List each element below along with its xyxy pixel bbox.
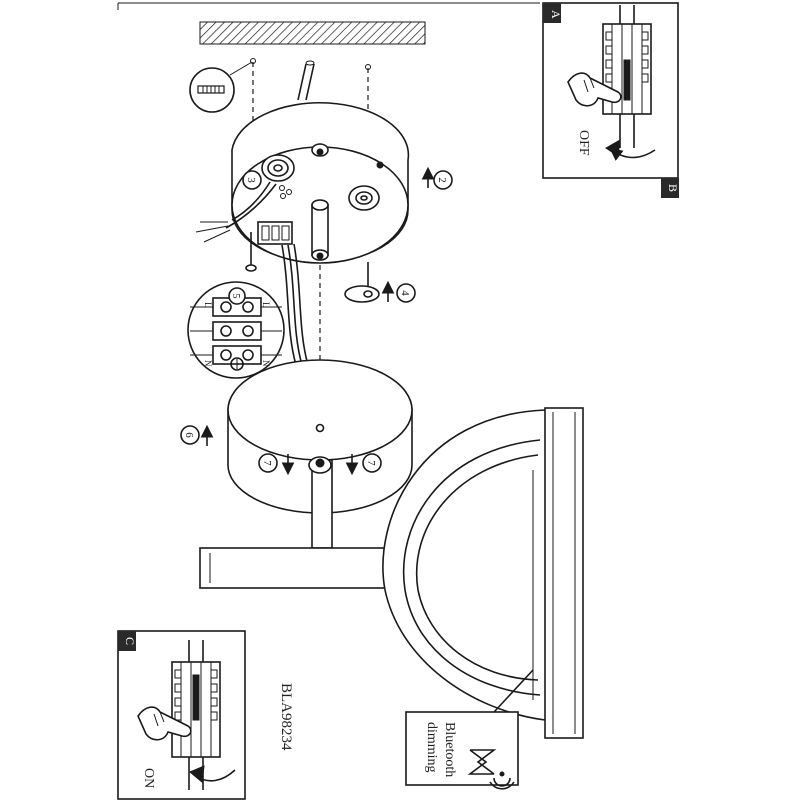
fixing-screw-left (245, 232, 257, 272)
lamp-body (227, 359, 413, 549)
small-parts (279, 185, 292, 199)
step-3-marker: 3 (242, 170, 262, 190)
inset-a-switch-off: A OFF (542, 2, 679, 179)
step-7-markers: 7 7 (258, 453, 382, 476)
svg-text:7: 7 (261, 460, 273, 466)
inset-c-switch-on: C ON (117, 630, 246, 800)
ceiling (199, 21, 426, 45)
step-6-marker: 6 (180, 424, 214, 446)
bluetooth-dimming-box: Bluetooth dimming (405, 711, 519, 790)
step-2-marker: 2 (421, 166, 453, 190)
lamp-arm (199, 547, 396, 589)
bluetooth-icon (467, 749, 497, 775)
terminal-block (257, 221, 293, 245)
svg-text:N: N (261, 360, 271, 367)
supply-cable (195, 181, 277, 243)
hand-icon (567, 72, 622, 107)
hand-icon (137, 706, 192, 741)
svg-text:2: 2 (436, 177, 448, 183)
ring-shade (382, 407, 584, 739)
svg-text:L: L (261, 302, 271, 308)
lamp-wires (281, 243, 309, 366)
bluetooth-label: Bluetooth (442, 722, 457, 777)
svg-text:4: 4 (399, 290, 411, 296)
wiring-detail: 5 L L N N (187, 281, 285, 379)
svg-text:3: 3 (245, 177, 257, 183)
signal-waves-icon (489, 771, 515, 790)
svg-text:6: 6 (183, 432, 195, 438)
step-4-marker: 4 (344, 262, 416, 303)
svg-text:L: L (203, 302, 213, 308)
off-label: OFF (576, 130, 591, 156)
model-code: BLA98234 (278, 683, 294, 751)
inset-b-tag: B (661, 178, 680, 198)
svg-text:N: N (203, 360, 213, 367)
svg-text:A: A (549, 10, 563, 19)
mounting-rod (297, 60, 315, 101)
screw-detail-icon (189, 61, 253, 113)
svg-text:7: 7 (365, 460, 377, 466)
svg-text:5: 5 (230, 294, 241, 299)
svg-text:C: C (123, 637, 137, 645)
svg-text:B: B (666, 184, 680, 192)
on-label: ON (141, 768, 156, 788)
dimming-label: dimming (424, 722, 439, 773)
